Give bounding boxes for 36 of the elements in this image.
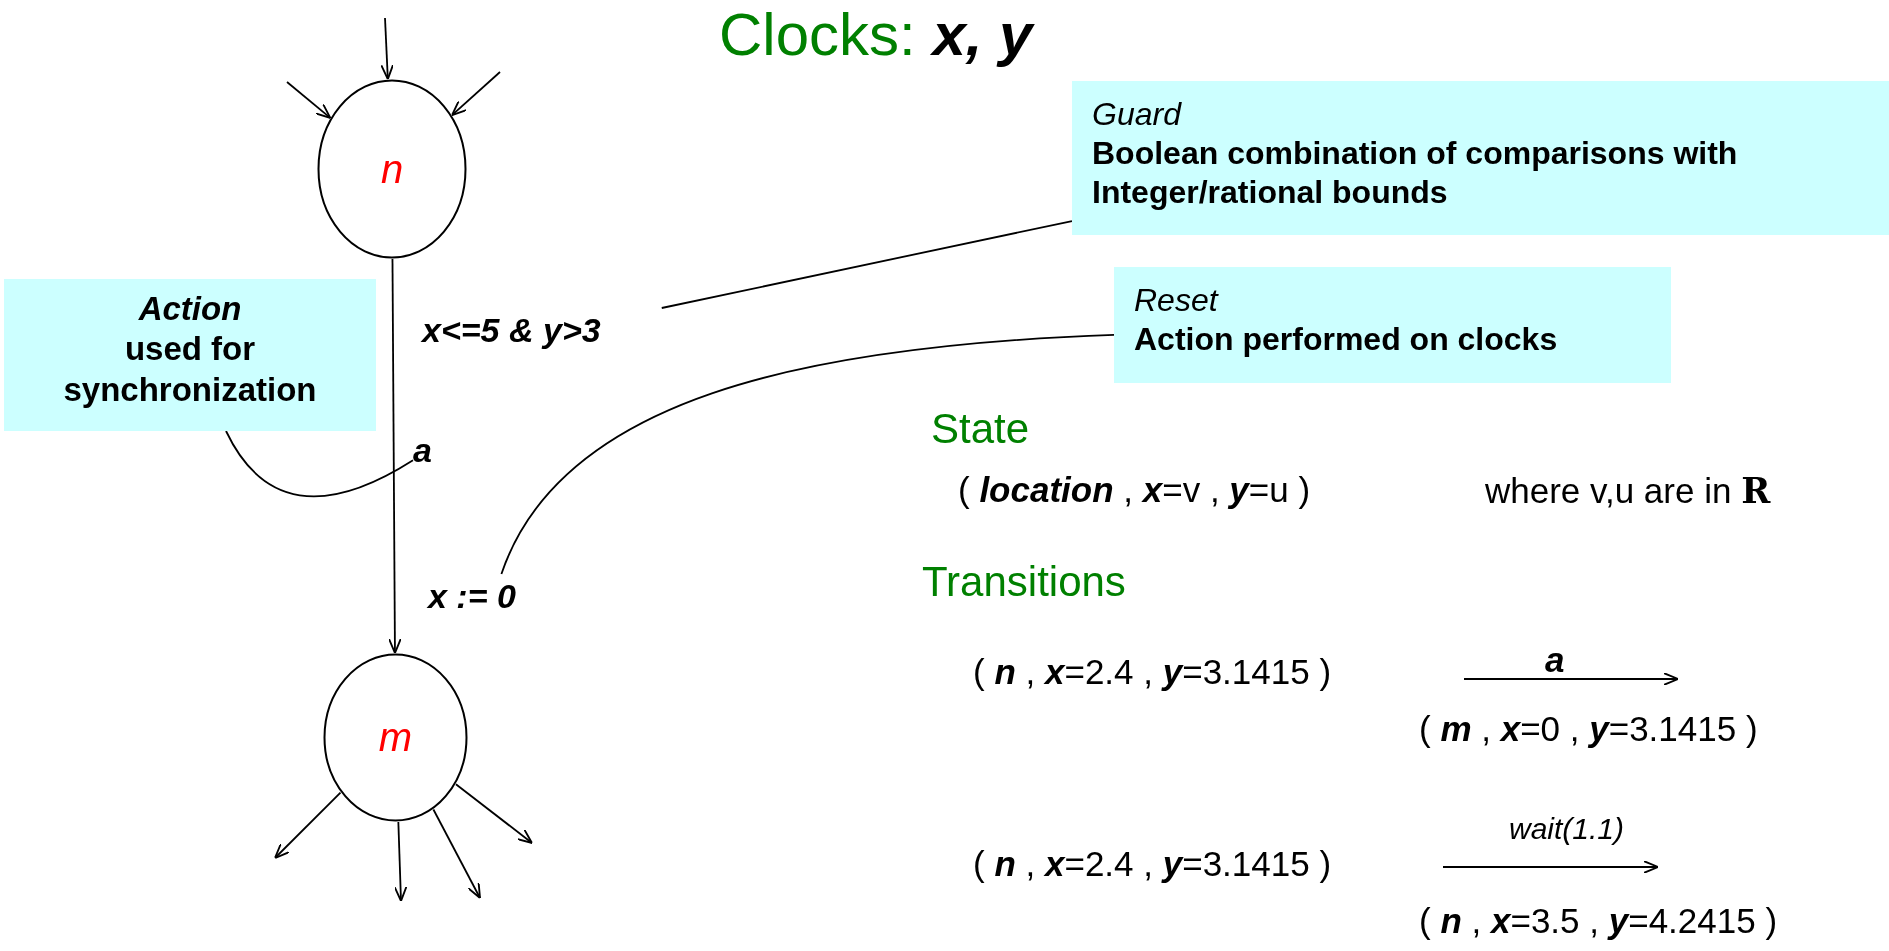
state-tuple: ( n , x=3.5 , y=4.2415 ) — [1419, 901, 1778, 941]
location-name: n — [380, 146, 404, 192]
callout-text: Action performed on clocks — [1134, 320, 1558, 360]
arrow — [388, 258, 402, 654]
callout-heading: Reset — [1134, 281, 1218, 320]
callout-box — [4, 279, 376, 431]
callout-text: Boolean combination of comparisons with Integer/rational bounds — [1092, 134, 1739, 213]
arrow — [455, 783, 533, 844]
callout-heading: Action — [138, 289, 242, 329]
state-tuple: ( n , x=2.4 , y=3.1415 ) — [973, 844, 1332, 884]
edge-annotation: a — [413, 428, 445, 472]
arrow — [274, 791, 342, 859]
arrow — [286, 81, 332, 119]
edge-annotation: x := 0 — [428, 574, 560, 618]
transition-label: a — [1545, 640, 1565, 680]
state-tuple: ( n , x=2.4 , y=3.1415 ) — [973, 652, 1332, 692]
slide-title: Clocks: x, y — [719, 0, 1033, 69]
arrow — [432, 808, 481, 899]
arrow — [380, 17, 394, 81]
section-heading: State — [931, 405, 1030, 453]
leader-line — [225, 430, 414, 498]
state-tuple: ( m , x=0 , y=3.1415 ) — [1419, 709, 1758, 749]
transition-label: wait(1.1) — [1509, 812, 1625, 846]
arrow — [451, 71, 501, 116]
callout-box — [1072, 81, 1889, 235]
note-text: where v,u are in R — [1485, 470, 1771, 511]
section-heading: Transitions — [922, 558, 1126, 606]
callout-heading: Guard — [1092, 95, 1181, 134]
arrow — [393, 821, 408, 902]
state-tuple: ( location , x=v , y=u ) — [958, 470, 1311, 510]
edge-annotation: x<=5 & y>3 — [422, 308, 694, 352]
location-name: m — [378, 715, 413, 760]
callout-box — [1114, 267, 1671, 383]
callout-text: used for synchronization — [62, 329, 318, 410]
leader-line — [660, 220, 1073, 309]
leader-line — [500, 333, 1115, 575]
